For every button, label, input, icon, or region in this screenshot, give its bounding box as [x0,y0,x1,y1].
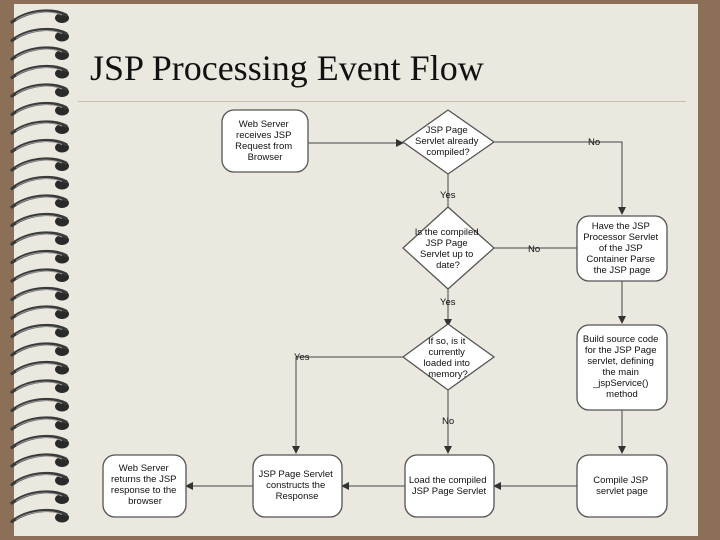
edge-label-memory-no: No [442,416,454,427]
node-text-web-server-receives: Web Server receives JSP Request from Bro… [235,119,295,163]
node-text-compile-jsp: Compile JSP servlet page [593,475,650,497]
binding-ring-highlight [15,252,63,261]
slide-title: JSP Processing Event Flow [90,48,484,88]
binding-ring-highlight [15,67,63,76]
binding-ring-highlight [15,326,63,335]
binding-ring-highlight [15,474,63,483]
node-text-construct-response: JSP Page Servlet constructs the Response [259,469,336,502]
edge-label-uptodate-no: No [528,244,540,255]
binding-ring-highlight [15,178,63,187]
binding-ring-highlight [15,215,63,224]
node-text-return-response: Web Server returns the JSP response to t… [111,463,179,507]
node-web-server-receives [221,109,309,173]
binding-ring-highlight [15,30,63,39]
binding-ring-highlight [15,511,63,520]
node-compile-jsp [576,454,668,518]
node-return-response [102,454,187,518]
edge-label-uptodate-yes: Yes [440,297,456,308]
binding-ring-highlight [15,85,63,95]
node-text-load-compiled: Load the compiled JSP Page Servlet [409,475,489,497]
binding-ring-highlight [15,159,63,169]
node-build-source [576,324,668,411]
node-text-up-to-date: Is the compiled JSP Page Servlet up to d… [415,227,482,271]
edge-label-compiled-no: No [588,137,600,148]
node-text-parse-jsp: Have the JSP Processor Servlet of the JS… [583,221,661,276]
binding-ring-highlight [15,400,63,409]
binding-ring-highlight [15,363,63,372]
node-text-already-compiled: JSP Page Servlet already compiled? [415,125,481,158]
node-up-to-date [402,206,495,290]
edge-compiled-no [494,141,626,215]
node-text-build-source: Build source code for the JSP Page servl… [583,334,661,400]
binding-ring-highlight [15,492,63,502]
spiral-binding [10,9,69,524]
binding-ring-highlight [15,455,63,465]
binding-ring-highlight [15,11,63,21]
edge-memory-yes [292,356,403,454]
connectors [185,139,626,490]
node-text-loaded-in-memory: If so, is it currently loaded into memor… [423,336,472,380]
binding-ring-highlight [15,381,63,391]
binding-ring-highlight [15,307,63,317]
binding-ring-highlight [15,344,63,354]
binding-ring-highlight [15,104,63,113]
edge-label-memory-yes: Yes [294,352,310,363]
binding-ring-highlight [15,233,63,243]
title-divider [78,101,686,102]
edge-label-compiled-yes: Yes [440,190,456,201]
node-loaded-in-memory [401,323,496,391]
node-already-compiled [401,109,496,175]
binding-ring-highlight [15,141,63,150]
binding-ring-highlight [15,48,63,58]
node-parse-jsp [576,215,668,282]
binding-ring-highlight [15,122,63,132]
binding-ring-highlight [15,289,63,298]
binding-ring-highlight [15,196,63,206]
node-construct-response [252,454,343,518]
binding-ring-highlight [15,270,63,280]
binding-ring-highlight [15,418,63,428]
binding-ring-highlight [15,437,63,446]
node-load-compiled [404,454,495,518]
shapes [102,109,668,518]
